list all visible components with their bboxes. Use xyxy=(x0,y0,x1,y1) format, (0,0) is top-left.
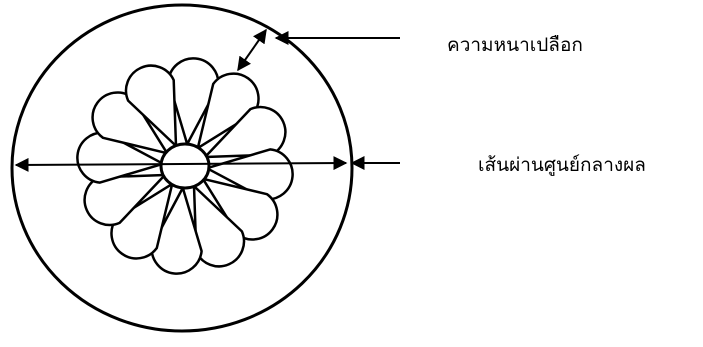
diameter-arrow xyxy=(16,163,346,165)
core-circle xyxy=(161,144,209,188)
peel-thickness-label: ความหนาเปลือก xyxy=(447,30,583,60)
peel-thickness-arrow xyxy=(238,30,266,70)
fruit-diameter-label: เส้นผ่านศูนย์กลางผล xyxy=(478,150,646,180)
